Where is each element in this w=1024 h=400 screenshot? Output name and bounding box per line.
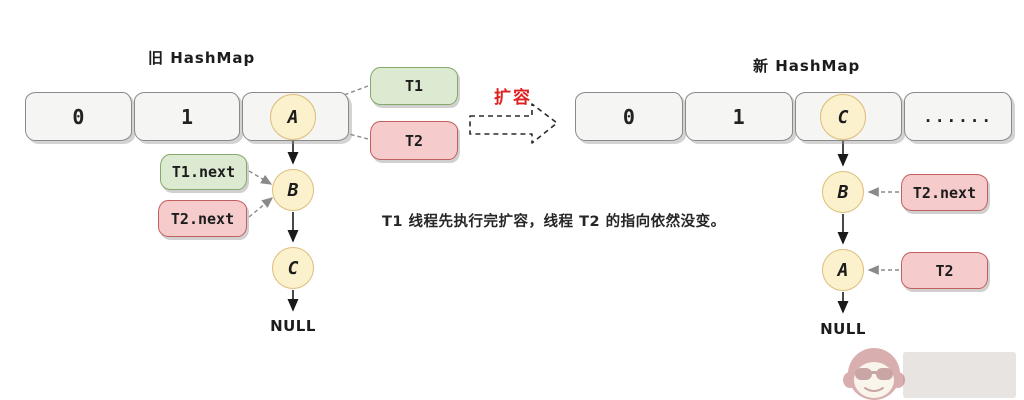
thread-t1-box: T1 (370, 67, 458, 105)
new-bucket-0: 0 (575, 92, 683, 141)
thread-t2next-box: T2.next (158, 200, 247, 237)
old-bucket-0: 0 (25, 92, 132, 141)
old-null-label: NULL (270, 317, 316, 335)
thread-t1next-box: T1.next (160, 154, 247, 190)
old-bucket-1: 1 (133, 92, 241, 141)
thread-t2-box: T2 (370, 121, 458, 160)
old-hashmap-title: 旧 HashMap (148, 49, 256, 67)
new-null-label: NULL (820, 320, 866, 338)
old-node-A: A (270, 94, 316, 140)
thread-t2next-box-new: T2.next (901, 174, 988, 211)
pointer-t1next-to-B (248, 170, 273, 185)
pointer-t2next-to-B (248, 197, 274, 218)
expand-block-arrow (469, 103, 558, 144)
old-node-C: C (272, 247, 314, 289)
new-node-C: C (820, 94, 866, 140)
new-bucket-1: 1 (684, 92, 793, 141)
new-hashmap-title: 新 HashMap (753, 57, 861, 75)
monkey-mascot-icon (843, 348, 905, 400)
watermark-text-block (903, 352, 1016, 398)
new-hashmap-array: 0 1 ...... (575, 92, 1012, 141)
old-node-B: B (272, 169, 314, 211)
new-node-A: A (822, 249, 864, 291)
caption-text: T1 线程先执行完扩容，线程 T2 的指向依然没变。 (382, 214, 726, 230)
new-bucket-ellipsis: ...... (904, 92, 1012, 141)
expand-label: 扩容 (494, 88, 532, 108)
new-node-B: B (822, 171, 864, 213)
thread-t2-box-new: T2 (901, 252, 988, 289)
